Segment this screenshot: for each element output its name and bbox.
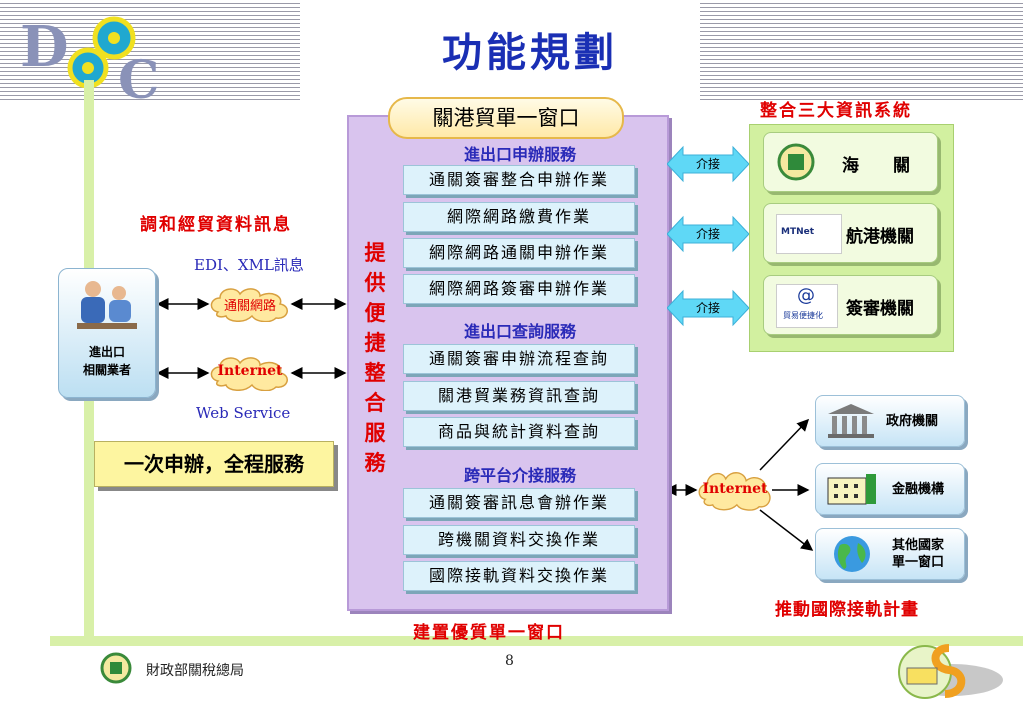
connector-port: 介接	[666, 215, 750, 253]
business-label-line: 相關業者	[82, 363, 131, 377]
entity-label-line: 其他國家	[892, 538, 945, 553]
at-sign-icon: @	[797, 285, 815, 306]
cloud-icon	[210, 357, 288, 392]
internet-cloud-left: Internet	[208, 355, 292, 392]
cloud-icon	[698, 472, 771, 511]
bottom-center-label: 建置優質單一窗口	[413, 623, 565, 643]
page-title: 功能規劃	[442, 30, 618, 76]
system-port[interactable]: MTNet 航港機關	[763, 203, 938, 263]
left-section-title: 調和經貿資料訊息	[140, 215, 292, 235]
internet-cloud-right: Internet	[696, 468, 774, 512]
system-review[interactable]: @ 貿易便捷化 簽審機關	[763, 275, 938, 335]
connector-customs: 介接	[666, 145, 750, 183]
service-item[interactable]: 通關簽審申辦流程查詢	[403, 344, 635, 374]
format-label: EDI、XML訊息	[194, 256, 304, 274]
business-label-line: 進出口	[88, 345, 125, 359]
entity-bank[interactable]: 金融機構	[815, 463, 965, 515]
system-label: 海 關	[842, 156, 910, 176]
cloud-label: 通關網路	[223, 299, 276, 314]
service-item[interactable]: 國際接軌資料交換作業	[403, 561, 635, 591]
footer-org: 財政部關稅總局	[146, 663, 244, 679]
svg-text:C: C	[118, 50, 159, 102]
international-label: 推動國際接軌計畫	[775, 600, 919, 620]
web-service-label: Web Service	[196, 404, 291, 422]
page-number: 8	[505, 653, 514, 669]
system-customs[interactable]: 海 關	[763, 132, 938, 192]
service-item[interactable]: 通關簽審訊息會辦作業	[403, 488, 635, 518]
service-item[interactable]: 網際網路通關申辦作業	[403, 238, 635, 268]
system-label: 簽審機關	[846, 299, 914, 319]
link-internet-to-foreign	[759, 509, 814, 551]
entity-government[interactable]: 政府機關	[815, 395, 965, 447]
vertical-service-label: 提供便捷整合服務	[364, 240, 386, 475]
entity-label-line: 單一窗口	[892, 555, 945, 570]
business-people-icon	[77, 281, 137, 329]
globe-icon	[834, 536, 870, 572]
service-item[interactable]: 通關簽審整合申辦作業	[403, 165, 635, 195]
svg-text:D: D	[20, 14, 69, 80]
connector-label: 介接	[695, 157, 720, 171]
connector-label: 介接	[695, 227, 720, 241]
trade-logo-text: 貿易便捷化	[783, 311, 823, 320]
service-item[interactable]: 關港貿業務資訊查詢	[403, 381, 635, 411]
mtnet-logo-text: MTNet	[781, 227, 815, 237]
trade-facilitation-logo: @ 貿易便捷化	[776, 284, 838, 328]
cloud-label: Internet	[702, 481, 768, 497]
footer-logo-icon	[898, 644, 1003, 699]
bank-building-icon	[827, 474, 876, 505]
dgoc-logo: D C	[18, 10, 188, 111]
government-building-icon	[828, 404, 874, 438]
cloud-label: Internet	[217, 363, 283, 379]
customs-emblem-icon	[100, 652, 132, 684]
bottom-horizontal-bar	[50, 636, 1023, 646]
connector-label: 介接	[695, 301, 720, 315]
single-window-label: 關港貿單一窗口	[388, 97, 624, 139]
section-title-cross-platform: 跨平台介接服務	[463, 466, 576, 485]
customs-emblem-icon	[777, 143, 815, 181]
section-title-query: 進出口查詢服務	[463, 322, 576, 341]
entity-foreign-window[interactable]: 其他國家 單一窗口	[815, 528, 965, 580]
footer-logo	[893, 640, 1005, 702]
mtnet-logo: MTNet	[776, 214, 842, 254]
business-label: 進出口 相關業者	[59, 343, 155, 379]
entity-label: 其他國家 單一窗口	[892, 537, 944, 571]
section-title-application: 進出口申辦服務	[463, 145, 576, 164]
customs-network-cloud: 通關網路	[208, 286, 292, 323]
header-title-background	[300, 0, 700, 100]
link-internet-to-gov	[759, 418, 810, 471]
cloud-icon	[210, 288, 288, 323]
business-box[interactable]: 進出口 相關業者	[58, 268, 156, 398]
entity-label: 金融機構	[892, 482, 945, 497]
service-item[interactable]: 商品與統計資料查詢	[403, 417, 635, 447]
system-label: 航港機關	[846, 227, 914, 247]
service-item[interactable]: 跨機關資料交換作業	[403, 525, 635, 555]
systems-group-title: 整合三大資訊系統	[760, 101, 912, 121]
entity-label: 政府機關	[886, 414, 939, 429]
service-item[interactable]: 網際網路繳費作業	[403, 202, 635, 232]
slogan-box: 一次申辦，全程服務	[94, 441, 334, 487]
service-item[interactable]: 網際網路簽審申辦作業	[403, 274, 635, 304]
connector-review: 介接	[666, 289, 750, 327]
